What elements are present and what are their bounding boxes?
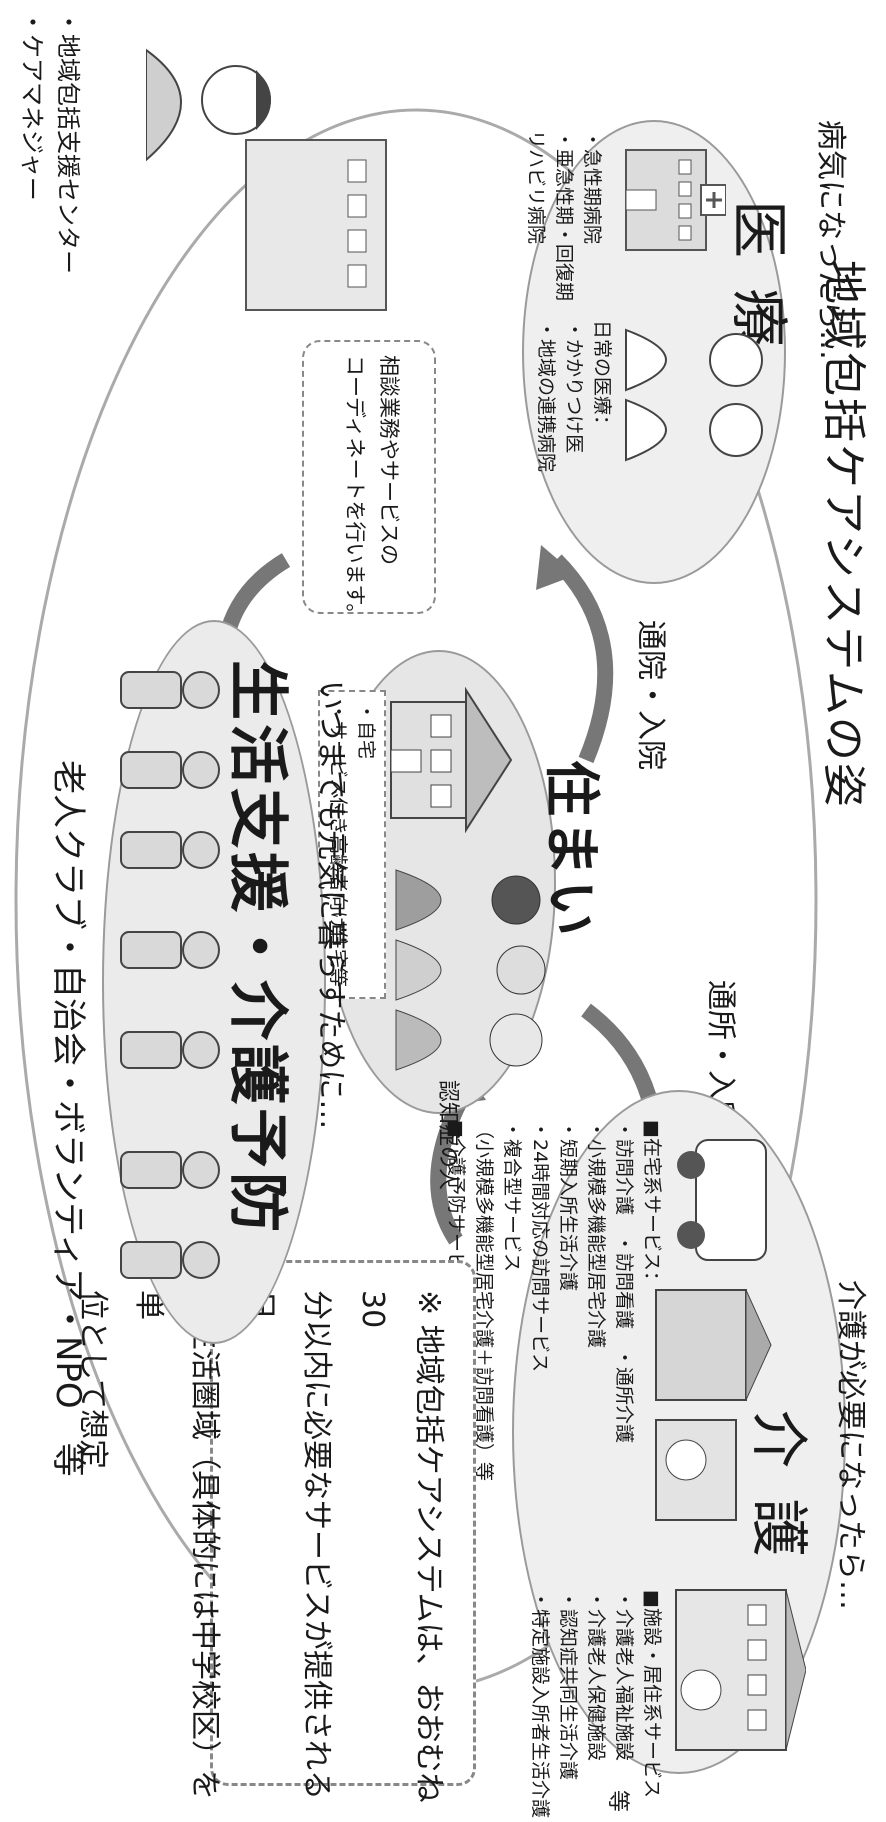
arrow-housing-to-medical	[550, 554, 614, 764]
consult-manager: ・ケアマネジャー	[18, 10, 46, 201]
note-line: ※ 地域包括ケアシステムは、おおむね30	[355, 1290, 446, 1803]
community-people-icon	[120, 671, 220, 1279]
hospital-item: リハビリ病院	[525, 130, 547, 245]
facility-suffix: 等	[605, 1790, 630, 1813]
housing-item: ・自宅	[355, 702, 377, 760]
support-title: 生活支援・介護予防	[222, 660, 292, 1236]
consult-center: ・地域包括支援センター	[54, 10, 82, 274]
home-services-title: ■在宅系サービス：	[641, 1120, 663, 1290]
clinic-item: ・かかりつけ医	[563, 320, 585, 454]
medical-heading: 病気になったら…	[813, 120, 848, 360]
home-service-item: ・訪問介護 ・訪問看護 ・通所介護	[613, 1120, 635, 1444]
hospital-items: ・急性期病院 ・亜急性期・回復期 リハビリ病院	[522, 130, 606, 301]
arrow-housing-to-medical-head	[536, 545, 576, 590]
facility-item: ・特定施設入所者生活介護	[529, 1590, 551, 1819]
hospital-item: ・急性期病院	[581, 130, 603, 245]
note-text: ※ 地域包括ケアシステムは、おおむね30 分以内に必要なサービスが提供される日 …	[64, 1290, 456, 1822]
care-manager-icon	[146, 48, 387, 311]
care-facility-icon	[655, 1289, 772, 1521]
nursing-home-icon	[675, 1589, 806, 1751]
clinic-item: ・地域の連携病院	[535, 320, 557, 473]
home-service-item: ・複合型サービス	[501, 1120, 523, 1273]
consult-actors: ・地域包括支援センター ・ケアマネジャー	[14, 10, 86, 274]
clinic-items: 日常の医療： ・かかりつけ医 ・地域の連携病院	[532, 320, 616, 472]
note-line: 常生活圏域（具体的には中学校区）を単	[131, 1290, 222, 1800]
clinic-item: 日常の医療：	[591, 320, 613, 435]
consult-line: コーディネートを行います。	[343, 355, 367, 625]
support-actors: 老人クラブ・自治会・ボランティア・NPO 等	[48, 760, 88, 1477]
hospital-item: ・亜急性期・回復期	[553, 130, 575, 302]
arrow-label-medical: 通院・入院	[633, 620, 668, 770]
note-mark: ※	[411, 1290, 446, 1316]
home-service-item: ・短期入所生活介護	[557, 1120, 579, 1292]
care-heading: 介護が必要になったら…	[833, 1280, 868, 1610]
hospital-building-icon	[625, 149, 726, 251]
note-line: 分以内に必要なサービスが提供される日	[243, 1290, 334, 1800]
home-service-item: ・小規模多機能型居宅介護	[585, 1120, 607, 1349]
facility-title: ■施設・居住系サービス	[641, 1590, 663, 1798]
consult-line: 相談業務やサービスの	[377, 355, 401, 565]
doctors-icon	[625, 328, 763, 462]
facility-item: ・介護老人保健施設	[585, 1590, 607, 1762]
house-icon	[390, 686, 513, 834]
elderly-people-icon	[395, 869, 546, 1071]
care-van-icon	[677, 1139, 767, 1261]
facility-item: ・介護老人福祉施設	[613, 1590, 635, 1762]
support-subtitle: いつまでも元気に暮らすために…	[313, 680, 348, 1130]
facility-item: ・認知症共同生活介護	[557, 1590, 579, 1781]
facility-services: ■施設・居住系サービス ・介護老人福祉施設 ・介護老人保健施設 ・認知症共同生活…	[526, 1590, 666, 1818]
consult-text: 相談業務やサービスの コーディネートを行います。	[338, 355, 406, 624]
home-service-item: ・24時間対応の訪問サービス	[529, 1120, 551, 1373]
